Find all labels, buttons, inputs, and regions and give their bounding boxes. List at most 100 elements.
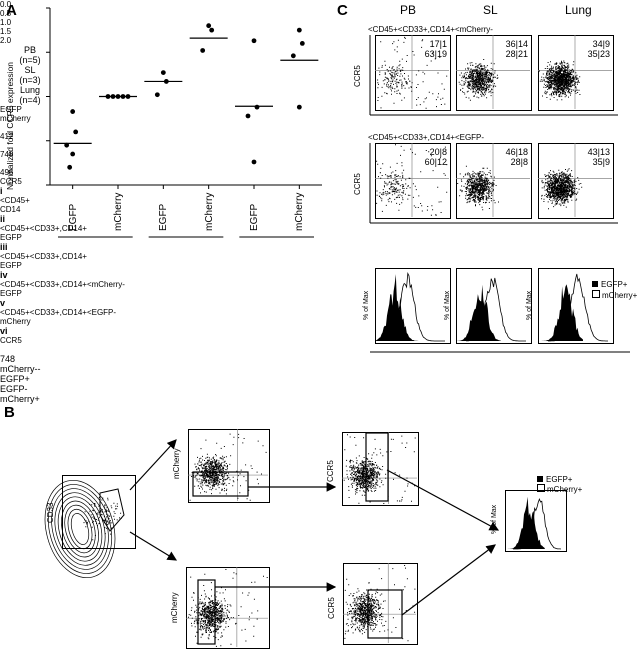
vi-legend-egfp: EGFP+ — [537, 475, 582, 484]
hist-black-fill — [457, 284, 501, 341]
quad-bottom-row: 35|9 — [592, 157, 610, 167]
hist-black-fill — [506, 496, 545, 549]
hist-white-value: 748 — [0, 150, 14, 159]
quad-tl: 17 — [429, 39, 440, 49]
plot-v-title: <CD45+<CD33+,CD14+<EGFP- — [0, 308, 117, 317]
col-header-pb: PB — [400, 3, 417, 17]
group-name: Lung — [19, 85, 41, 95]
event-dots — [346, 588, 387, 635]
quad-tl: 43 — [587, 147, 598, 157]
y-tick-label: 0.5 — [0, 9, 12, 18]
gate-rect — [197, 579, 216, 645]
hist-black-fill — [376, 274, 420, 341]
panelC-row1-gate: <CD45+<CD33+,CD14+<mCherry- — [368, 25, 493, 34]
plot-ii-number: ii — [0, 214, 6, 224]
quad-bottom-row: 35|23 — [587, 49, 610, 59]
data-point — [296, 27, 302, 33]
vi-legend-egfp-label: EGFP+ — [546, 475, 573, 484]
contour-line — [54, 492, 106, 566]
hist-white-outline — [513, 497, 562, 550]
event-dots — [539, 60, 581, 101]
hist-white-outline — [548, 273, 608, 342]
vi-white-value: 748 — [0, 354, 16, 364]
quad-tr: 9 — [604, 39, 610, 49]
hist-black-value: 99.2 — [0, 123, 16, 132]
plot-i-number: i — [0, 186, 3, 196]
event-dots — [83, 496, 122, 541]
arrow-v-to-vi — [401, 544, 496, 616]
legend-egfp: EGFP+ — [592, 280, 637, 290]
arrow-iv-to-vi — [386, 469, 500, 531]
contour-line — [44, 479, 116, 579]
data-point — [206, 23, 212, 29]
quad-top-row: 43|13 — [587, 147, 610, 157]
panel-label-a: A — [6, 2, 17, 19]
quad-tl: 36 — [505, 39, 516, 49]
col-header-lung: Lung — [565, 3, 592, 17]
y-tick-label: 1.5 — [0, 27, 12, 36]
data-point — [290, 53, 296, 59]
event-dots — [541, 168, 583, 210]
data-point — [110, 94, 116, 99]
hist-white-value: 412 — [0, 132, 14, 141]
data-point — [70, 151, 76, 157]
data-point — [163, 79, 169, 84]
plot-v-xlabel: mCherry — [0, 317, 31, 326]
group-n: (n=3) — [19, 75, 41, 85]
legend-black-swatch — [592, 281, 598, 287]
event-dots — [457, 165, 499, 211]
data-point — [64, 142, 70, 148]
panel-label-c: C — [337, 2, 348, 19]
quad-tr: 13 — [599, 147, 610, 157]
quad-bl: 28 — [505, 49, 516, 59]
vi-legend-mcherry-label: mCherry+ — [547, 485, 583, 494]
quad-tr: 14 — [517, 39, 528, 49]
quad-top-row: 17|1 — [429, 39, 447, 49]
data-point — [154, 92, 160, 98]
plot-vi-xlabel: CCR5 — [0, 336, 22, 345]
arrow-i-to-iii — [129, 531, 178, 561]
plot-iii-frame — [186, 567, 270, 649]
plot-iii-xlabel: EGFP — [0, 261, 22, 270]
quad-tl: 20 — [429, 147, 440, 157]
data-point — [296, 104, 302, 110]
quad-bottom-row: 28|8 — [510, 157, 528, 167]
plot-vi-number: vi — [0, 326, 8, 336]
data-point — [254, 104, 260, 110]
event-dots — [377, 64, 417, 95]
data-point — [160, 70, 166, 76]
plot-i-gate: <CD45+ — [0, 196, 30, 205]
data-point — [251, 38, 257, 44]
gate-rect — [192, 471, 249, 497]
dot-plot-frame — [375, 143, 451, 219]
plot-iii-title: <CD45+<CD33+,CD14+ — [0, 252, 87, 261]
data-point — [209, 27, 215, 33]
quad-br: 12 — [436, 157, 447, 167]
event-dots — [188, 591, 234, 639]
hist-xlabel: CCR5 — [0, 177, 22, 186]
quad-top-row: 36|14 — [505, 39, 528, 49]
panel-label-b: B — [4, 404, 15, 421]
legend-black-swatch — [537, 476, 543, 482]
contour-line — [70, 513, 90, 545]
quad-tl: 34 — [592, 39, 603, 49]
legend-mcherry: mCherry+ — [592, 290, 637, 301]
data-point — [120, 94, 126, 99]
arrow-label-mcherry-pos: mCherry+ — [0, 394, 40, 404]
arrow-label-mcherry-neg: mCherry-- — [0, 364, 41, 374]
contour-line — [51, 488, 109, 570]
data-point — [115, 94, 121, 99]
data-point — [67, 164, 73, 170]
quad-bl: 28 — [510, 157, 521, 167]
quad-top-row: 20|8 — [429, 147, 447, 157]
contour-line — [61, 500, 99, 558]
histogram-frame — [456, 268, 532, 344]
quad-bl: 35 — [592, 157, 603, 167]
vi-legend-mcherry: mCherry+ — [537, 484, 582, 494]
